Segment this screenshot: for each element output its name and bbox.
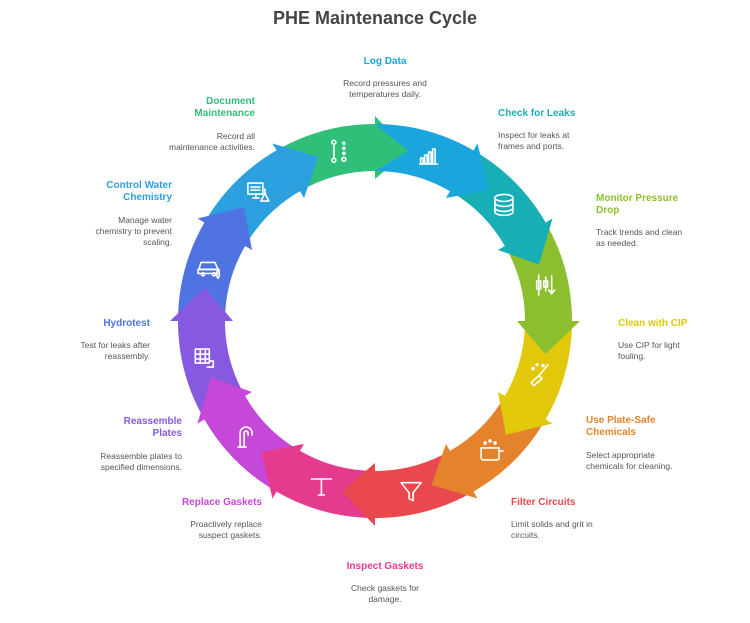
bar-chart-icon (418, 148, 439, 165)
monitor-flask-icon (247, 182, 270, 202)
pot-icon (480, 439, 504, 461)
step-title-filter-circuits: Filter Circuits (511, 497, 576, 508)
step-title-replace-gaskets: Replace Gaskets (181, 497, 262, 508)
step-title-log-data: Log Data (363, 56, 407, 67)
step-title-inspect-gaskets: Inspect Gaskets (346, 561, 424, 572)
funnel-icon (400, 481, 422, 502)
broom-icon (530, 363, 549, 387)
car-drop-icon (197, 261, 221, 280)
cycle-arrow-2 (450, 150, 553, 265)
workflow-icon (331, 139, 347, 164)
diagram-title: PHE Maintenance Cycle (272, 8, 478, 28)
grid-pipe-icon (194, 348, 215, 368)
step-title-check-for-leaks: Check for Leaks (498, 108, 576, 119)
step-title-clean-with-cip: Clean with CIP (618, 318, 688, 329)
pipe-icon (237, 426, 253, 448)
cycle-arrow-3 (504, 222, 580, 355)
candlestick-icon (535, 274, 556, 296)
database-icon (494, 193, 514, 217)
step-title-hydrotest: Hydrotest (103, 318, 150, 329)
cycle-arrow-6 (341, 450, 474, 526)
t-handle-icon (310, 478, 333, 496)
cycle-arrow-4 (498, 321, 572, 435)
cycle-arrow-7 (261, 444, 375, 518)
